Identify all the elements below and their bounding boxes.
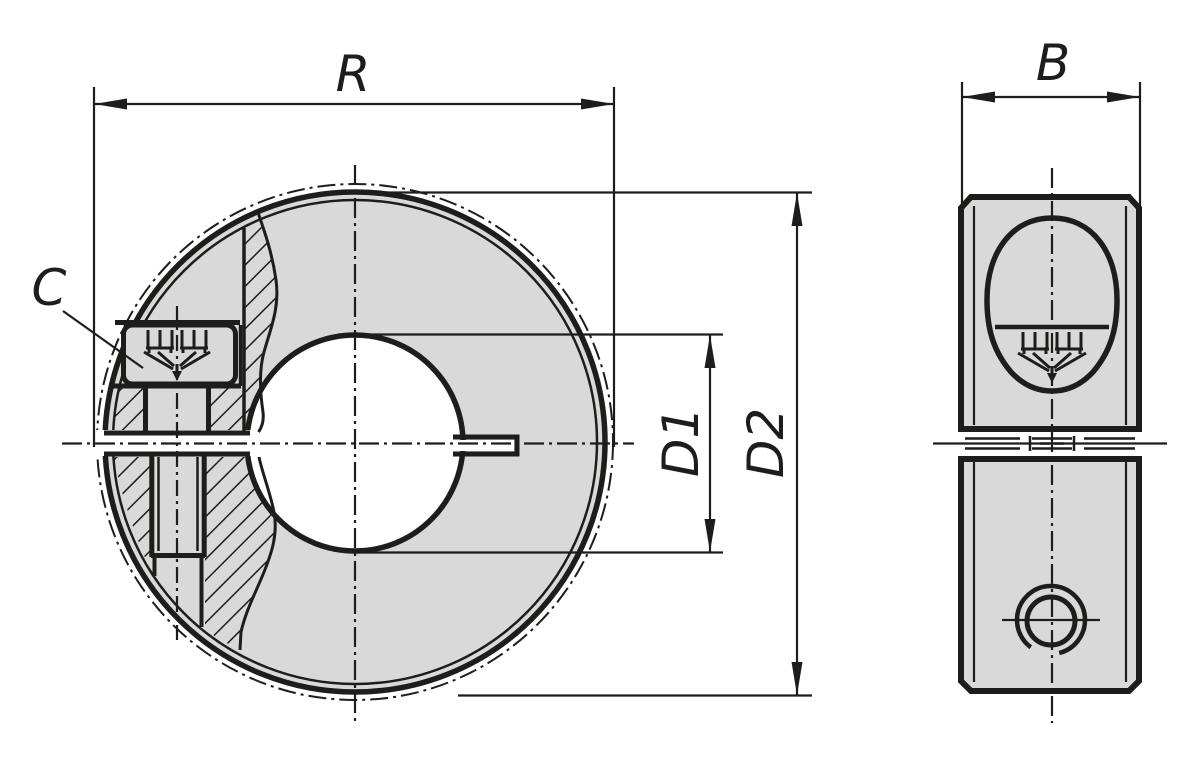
side-chamfer-edges — [972, 206, 1128, 682]
break-line-upper — [257, 213, 279, 433]
label-C-leader — [62, 310, 144, 369]
dim-label-B: B — [1035, 34, 1071, 92]
relief-slit — [450, 434, 520, 457]
hex-socket-icon — [143, 330, 211, 371]
side-body-lower — [958, 456, 1142, 694]
dim-label-D2: D2 — [737, 407, 795, 479]
side-slit — [933, 436, 1167, 451]
dim-label-R: R — [335, 45, 371, 103]
break-line-lower — [238, 456, 277, 651]
dim-label-D1: D1 — [652, 406, 710, 478]
dim-label-C: C — [31, 259, 67, 317]
dimensions — [62, 82, 1142, 697]
dim-D1 — [338, 333, 723, 554]
clamping-screw-section — [110, 306, 243, 640]
dim-D2 — [357, 191, 812, 697]
hex-socket-icon — [1017, 332, 1087, 373]
dim-R — [92, 87, 616, 447]
front-view — [62, 165, 634, 723]
side-view — [933, 168, 1167, 723]
dim-B — [960, 82, 1142, 210]
